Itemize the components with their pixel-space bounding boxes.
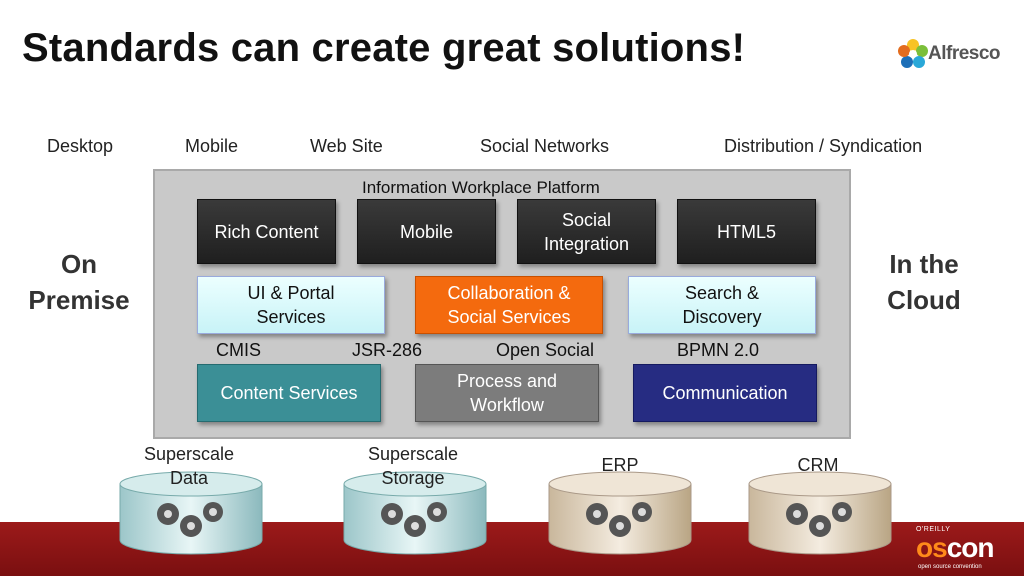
channel-mobile: Mobile bbox=[185, 136, 239, 156]
cloud-line-2: Cloud bbox=[887, 285, 961, 315]
oscon-con: con bbox=[946, 532, 995, 563]
social-integration-box: Social Integration bbox=[517, 199, 656, 264]
erp-label: ERP bbox=[601, 455, 639, 475]
superscale-data-label: Superscale Data bbox=[143, 444, 235, 488]
slide-title: Standards can create great solutions! bbox=[22, 26, 746, 70]
rich-content-box: Rich Content bbox=[197, 199, 336, 264]
channel-social-networks: Social Networks bbox=[480, 136, 610, 156]
cloud-line-1: In the bbox=[889, 249, 959, 279]
oscon-logo: O'REILLY oscon open source convention bbox=[914, 526, 1018, 572]
on-premise-line-2: Premise bbox=[28, 285, 130, 315]
channel-desktop: Desktop bbox=[47, 136, 114, 156]
process-workflow-box: Process and Workflow bbox=[415, 364, 599, 422]
crm-label: CRM bbox=[797, 455, 839, 475]
flower-icon bbox=[898, 39, 928, 68]
search-discovery-box: Search & Discovery bbox=[628, 276, 816, 334]
html5-box: HTML5 bbox=[677, 199, 816, 264]
collaboration-social-services-box: Collaboration & Social Services bbox=[415, 276, 603, 334]
content-services-box: Content Services bbox=[197, 364, 381, 422]
standard-cmis: CMIS bbox=[216, 340, 261, 360]
channel-distribution: Distribution / Syndication bbox=[724, 136, 923, 156]
crm-database-icon bbox=[748, 471, 892, 555]
communication-box: Communication bbox=[633, 364, 817, 422]
superscale-storage-label: Superscale Storage bbox=[367, 444, 459, 488]
superscale-data-database-icon bbox=[119, 471, 263, 555]
standard-jsr286: JSR-286 bbox=[352, 340, 423, 360]
oscon-wordmark: oscon bbox=[916, 532, 995, 564]
channel-website: Web Site bbox=[310, 136, 383, 156]
oscon-os: os bbox=[916, 532, 948, 563]
superscale-storage-database-icon bbox=[343, 471, 487, 555]
on-premise-line-1: On bbox=[60, 249, 98, 279]
logo-text: Alfresco bbox=[928, 43, 1001, 64]
standard-bpmn: BPMN 2.0 bbox=[677, 340, 760, 360]
oreilly-text: O'REILLY bbox=[916, 526, 951, 533]
erp-database-icon bbox=[548, 471, 692, 555]
platform-label: Information Workplace Platform bbox=[362, 178, 600, 197]
oscon-tagline: open source convention bbox=[918, 564, 982, 570]
in-the-cloud-label: In the Cloud bbox=[866, 246, 982, 318]
alfresco-logo: Alfresco bbox=[898, 38, 1010, 72]
ui-portal-services-box: UI & Portal Services bbox=[197, 276, 385, 334]
standard-open-social: Open Social bbox=[496, 340, 595, 360]
mobile-box: Mobile bbox=[357, 199, 496, 264]
on-premise-label: On Premise bbox=[14, 246, 144, 318]
